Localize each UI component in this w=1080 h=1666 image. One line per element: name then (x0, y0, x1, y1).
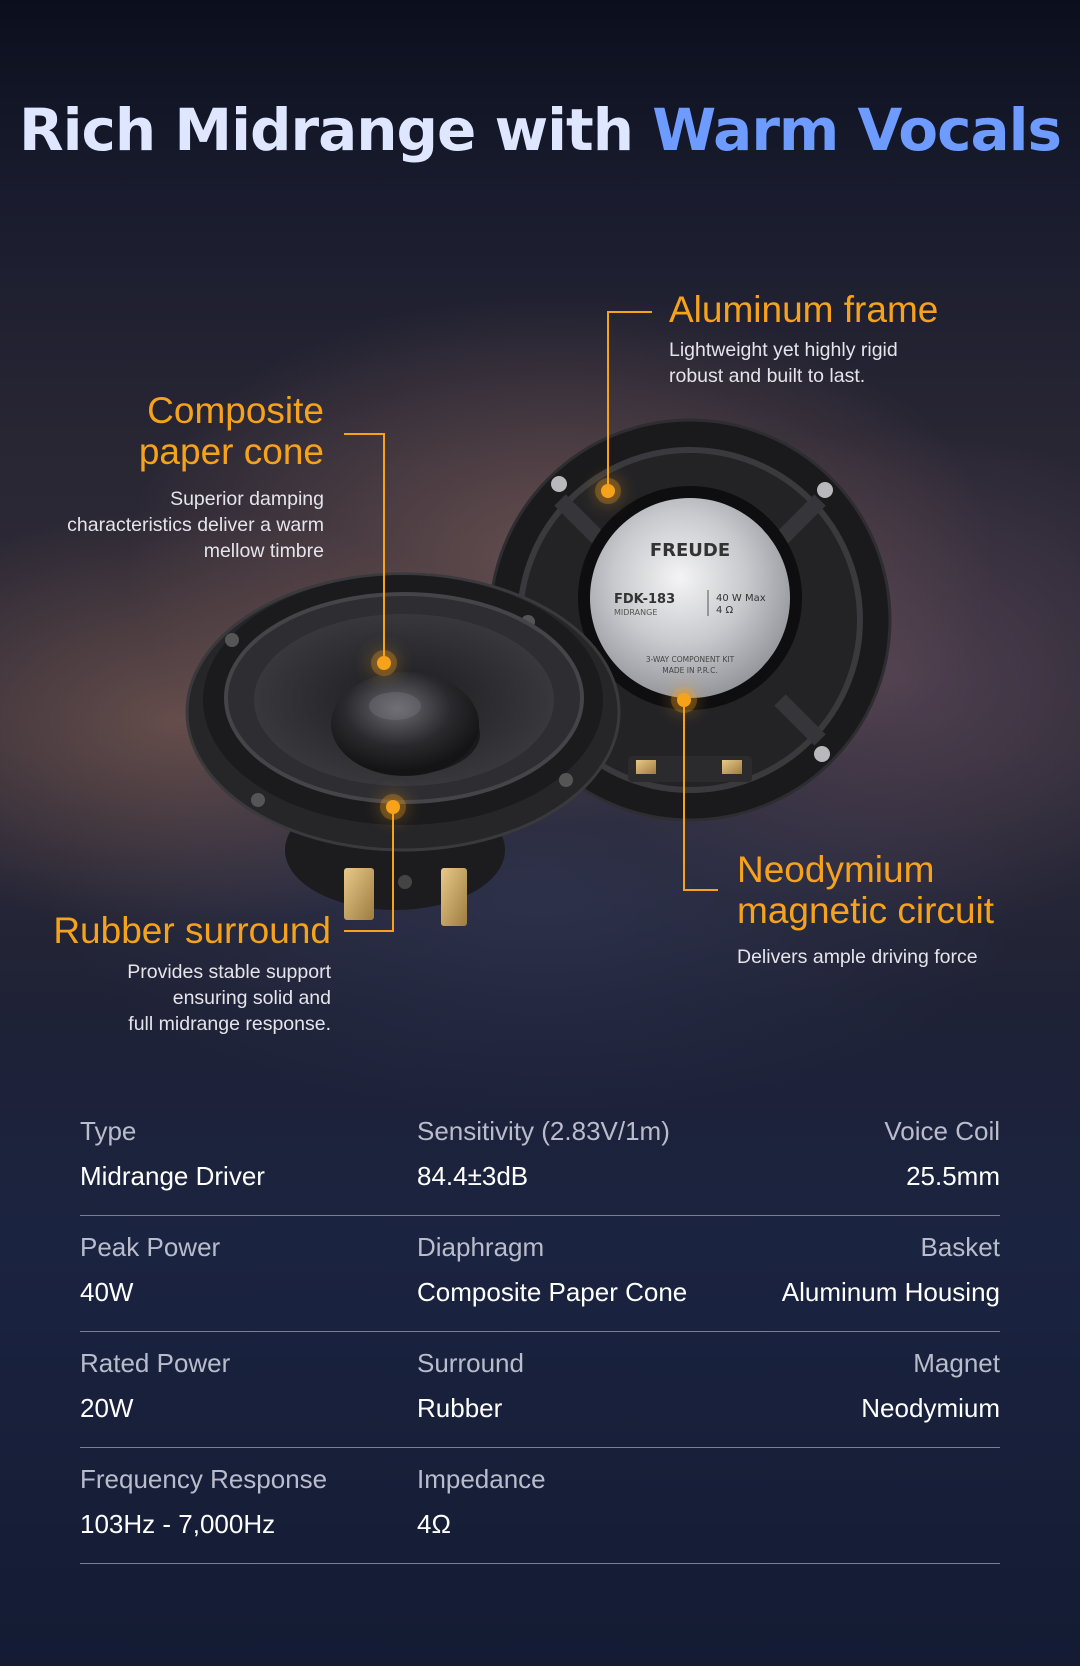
title-part-2: Warm Vocals (652, 96, 1062, 164)
spec-row: Rated Power 20W Surround Rubber Magnet N… (80, 1332, 1000, 1448)
spec-voice-coil: Voice Coil 25.5mm (884, 1116, 1000, 1191)
feature-neodymium-title: Neodymium magnetic circuit (737, 849, 995, 931)
spec-rated-power: Rated Power 20W (80, 1348, 231, 1423)
spec-row: Frequency Response 103Hz - 7,000Hz Imped… (80, 1448, 1000, 1564)
cap-model: FDK-183 (614, 592, 675, 607)
cap-impedance: 4 Ω (716, 605, 734, 616)
front-speaker (185, 572, 621, 926)
feature-paper-cone-desc: Superior damping characteristics deliver… (67, 488, 324, 562)
speaker-illustration: FREUDE FDK-183 MIDRANGE 40 W Max 4 Ω 3-W… (185, 418, 892, 926)
feature-rubber-surround-desc: Provides stable support ensuring solid a… (127, 961, 331, 1035)
spec-impedance: Impedance 4Ω (417, 1464, 546, 1539)
cap-type: MIDRANGE (614, 608, 657, 617)
feature-neodymium-desc: Delivers ample driving force (737, 946, 978, 968)
feature-paper-cone-title: Composite paper cone (138, 390, 324, 472)
title-part-1: Rich Midrange with (18, 96, 634, 164)
paper-cone-marker (377, 656, 391, 670)
feature-aluminum-frame-title: Aluminum frame (669, 289, 939, 330)
aluminum-frame-marker (601, 484, 615, 498)
spec-frequency-response: Frequency Response 103Hz - 7,000Hz (80, 1464, 328, 1539)
page-title: Rich Midrange with Warm Vocals (0, 96, 1080, 164)
cap-origin: MADE IN P.R.C. (662, 666, 717, 675)
spec-row: Type Midrange Driver Sensitivity (2.83V/… (80, 1100, 1000, 1216)
cap-power: 40 W Max (716, 593, 766, 604)
cap-kit: 3-WAY COMPONENT KIT (646, 655, 735, 664)
spec-peak-power: Peak Power 40W (80, 1232, 221, 1307)
spec-surround: Surround Rubber (417, 1348, 524, 1423)
neodymium-marker (677, 693, 691, 707)
rubber-surround-marker (386, 800, 400, 814)
feature-aluminum-frame-desc: Lightweight yet highly rigid robust and … (669, 339, 898, 387)
spec-sensitivity: Sensitivity (2.83V/1m) 84.4±3dB (417, 1116, 670, 1191)
spec-magnet: Magnet Neodymium (861, 1348, 1000, 1423)
spec-basket: Basket Aluminum Housing (781, 1232, 1000, 1307)
feature-rubber-surround-title: Rubber surround (53, 910, 331, 951)
cap-brand: FREUDE (650, 540, 730, 561)
spec-row: Peak Power 40W Diaphragm Composite Paper… (80, 1216, 1000, 1332)
spec-type: Type Midrange Driver (80, 1116, 265, 1191)
spec-table: Type Midrange Driver Sensitivity (2.83V/… (80, 1100, 1000, 1564)
spec-diaphragm: Diaphragm Composite Paper Cone (417, 1232, 688, 1307)
